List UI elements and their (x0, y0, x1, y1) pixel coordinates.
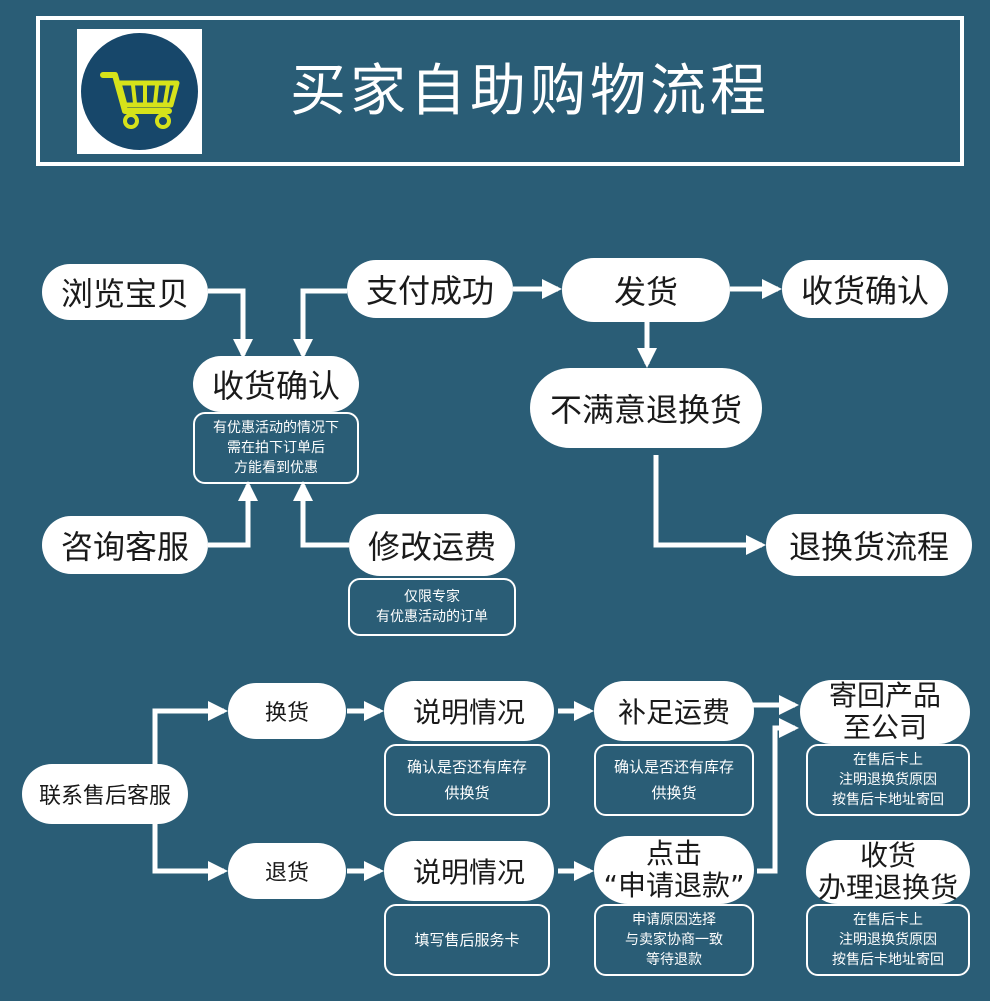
note-line: 供换货 (651, 784, 697, 802)
note-line: 填写售后服务卡 (414, 931, 520, 949)
node-confirm-receipt-top: 收货确认 (782, 260, 948, 318)
note-receive: 在售后卡上 注明退换货原因 按售后卡地址寄回 (806, 904, 970, 976)
node-consult-service: 咨询客服 (42, 516, 208, 574)
node-apply-refund: 点击 “申请退款” (594, 836, 754, 904)
node-refund: 退货 (228, 843, 346, 899)
note-modify: 仅限专家 有优惠活动的订单 (348, 578, 516, 636)
note-line: 方能看到优惠 (234, 460, 318, 476)
node-return-product: 寄回产品 至公司 (800, 680, 970, 744)
logo (77, 29, 202, 154)
note-line: 有优惠活动的情况下 (213, 420, 339, 436)
note-apply-refund: 申请原因选择 与卖家协商一致 等待退款 (594, 904, 754, 976)
node-modify-shipping: 修改运费 (349, 514, 515, 576)
note-line: 确认是否还有库存 (406, 758, 527, 776)
node-browse: 浏览宝贝 (42, 264, 208, 320)
logo-circle (81, 33, 198, 150)
note-line: 等待退款 (646, 952, 702, 968)
note-line: 在售后卡上 (853, 752, 923, 768)
node-line: 点击 (645, 837, 702, 870)
note-line: 与卖家协商一致 (625, 932, 723, 948)
note-explain-exchange: 确认是否还有库存 供换货 (384, 744, 550, 816)
shopping-cart-icon (100, 72, 180, 129)
note-line: 按售后卡地址寄回 (832, 792, 944, 808)
note-line: 确认是否还有库存 (613, 758, 734, 776)
note-line: 注明退换货原因 (839, 932, 937, 948)
node-line: 至公司 (842, 711, 927, 744)
note-confirm: 有优惠活动的情况下 需在拍下订单后 方能看到优惠 (193, 412, 359, 484)
node-explain-exchange: 说明情况 (384, 681, 554, 741)
node-exchange: 换货 (228, 683, 346, 739)
node-contact-service: 联系售后客服 (22, 764, 188, 824)
note-return-product: 在售后卡上 注明退换货原因 按售后卡地址寄回 (806, 744, 970, 816)
node-line: 办理退换货 (817, 871, 958, 904)
node-line: 寄回产品 (828, 679, 941, 712)
node-return-flow: 退换货流程 (766, 514, 972, 576)
note-line: 供换货 (444, 784, 490, 802)
note-line: 注明退换货原因 (839, 772, 937, 788)
note-line: 申请原因选择 (632, 912, 716, 928)
node-unsatisfied: 不满意退换货 (530, 368, 762, 448)
node-receive: 收货 办理退换货 (806, 840, 970, 904)
note-line: 在售后卡上 (853, 912, 923, 928)
note-line: 按售后卡地址寄回 (832, 952, 944, 968)
node-explain-refund: 说明情况 (384, 841, 554, 901)
note-pay-shipping: 确认是否还有库存 供换货 (594, 744, 754, 816)
note-line: 仅限专家 (404, 589, 460, 605)
node-line: “申请退款” (603, 869, 745, 902)
node-pay-shipping: 补足运费 (594, 681, 754, 741)
node-ship: 发货 (562, 258, 730, 322)
note-line: 有优惠活动的订单 (376, 609, 488, 625)
note-line: 需在拍下订单后 (227, 440, 325, 456)
title-frame (36, 16, 964, 166)
node-line: 收货 (859, 839, 916, 872)
note-explain-refund: 填写售后服务卡 (384, 904, 550, 976)
page-title: 买家自助购物流程 (290, 59, 770, 124)
node-pay-success: 支付成功 (347, 260, 513, 318)
node-confirm-receipt: 收货确认 (193, 356, 359, 412)
